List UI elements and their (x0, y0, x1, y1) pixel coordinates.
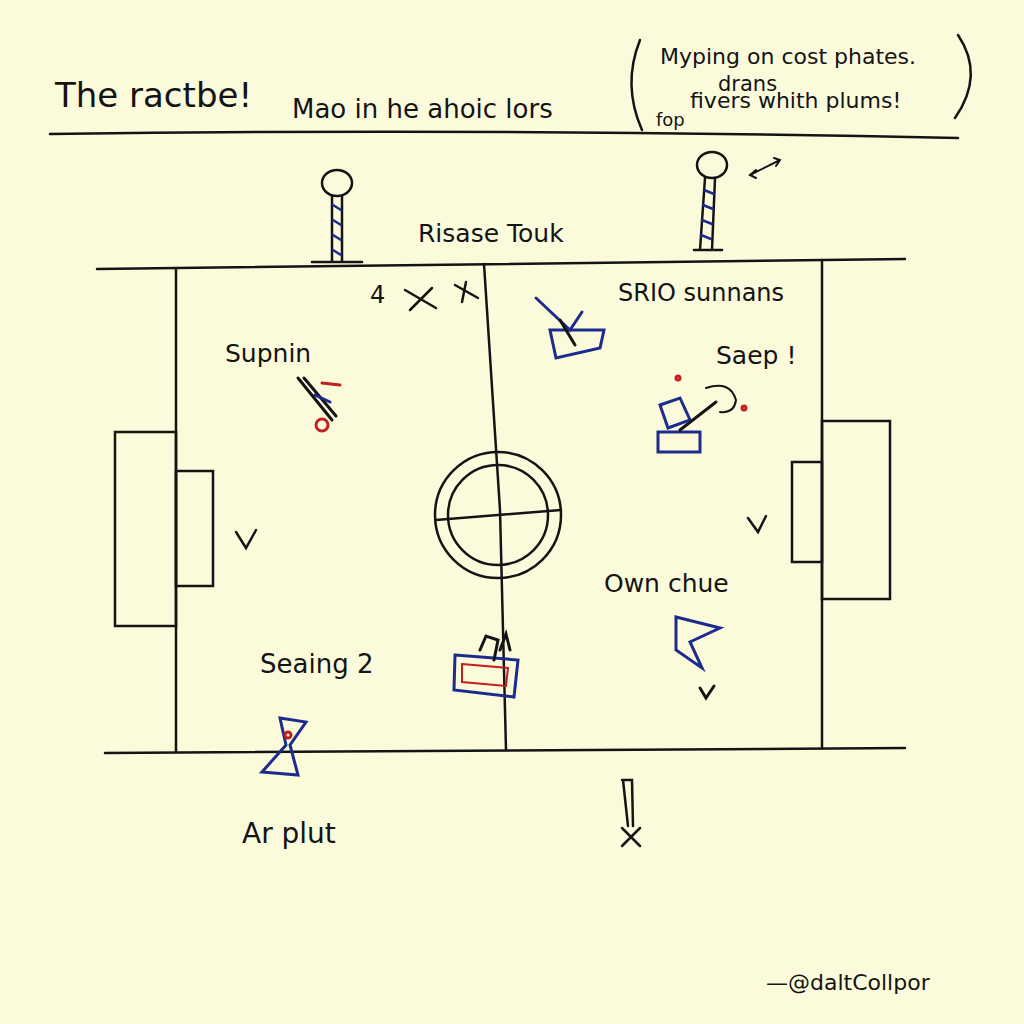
halfway-line (484, 264, 506, 750)
player-figure (298, 378, 340, 431)
goal-area (176, 471, 213, 586)
corner-marker (622, 780, 640, 846)
player-figure (454, 634, 518, 697)
sketch-note: Myping on cost phates. (660, 44, 916, 69)
cross-mark (405, 282, 478, 310)
centre-circle (435, 452, 561, 578)
sketch-note: Supnin (225, 340, 311, 369)
bracket (955, 35, 971, 118)
goal-box (822, 421, 890, 599)
bracket (631, 40, 642, 130)
sketch-note: fop (656, 110, 685, 131)
player-figure (676, 617, 720, 698)
sketch-note: Mao in he ahoic lors (292, 95, 553, 125)
sketch-note: fivers whith plums! (690, 88, 901, 113)
player-figure (262, 718, 306, 775)
header-rule (50, 132, 958, 138)
sketch-note: Seaing 2 (260, 650, 373, 680)
title: The ractbe! (55, 76, 252, 115)
player-figure (536, 298, 604, 358)
sketch-note: SRIO sunnans (618, 280, 784, 308)
direction-arrow (236, 530, 256, 548)
sketch-note: Ar plut (242, 818, 336, 850)
sketch-note: Saep ! (716, 342, 796, 371)
goal-area (792, 462, 822, 562)
sketch-note: 4 (370, 282, 385, 310)
pitch-line (97, 259, 905, 269)
centre-line (436, 510, 561, 520)
direction-arrow (748, 516, 766, 532)
watermark: —@daltCollpor (766, 970, 930, 995)
flag-post (312, 170, 362, 262)
sketch-note: Own chue (604, 570, 729, 599)
flag-post (694, 152, 780, 250)
sketch-note: Risase Touk (418, 220, 564, 249)
goal-box (115, 432, 176, 626)
player-figure (658, 376, 746, 452)
